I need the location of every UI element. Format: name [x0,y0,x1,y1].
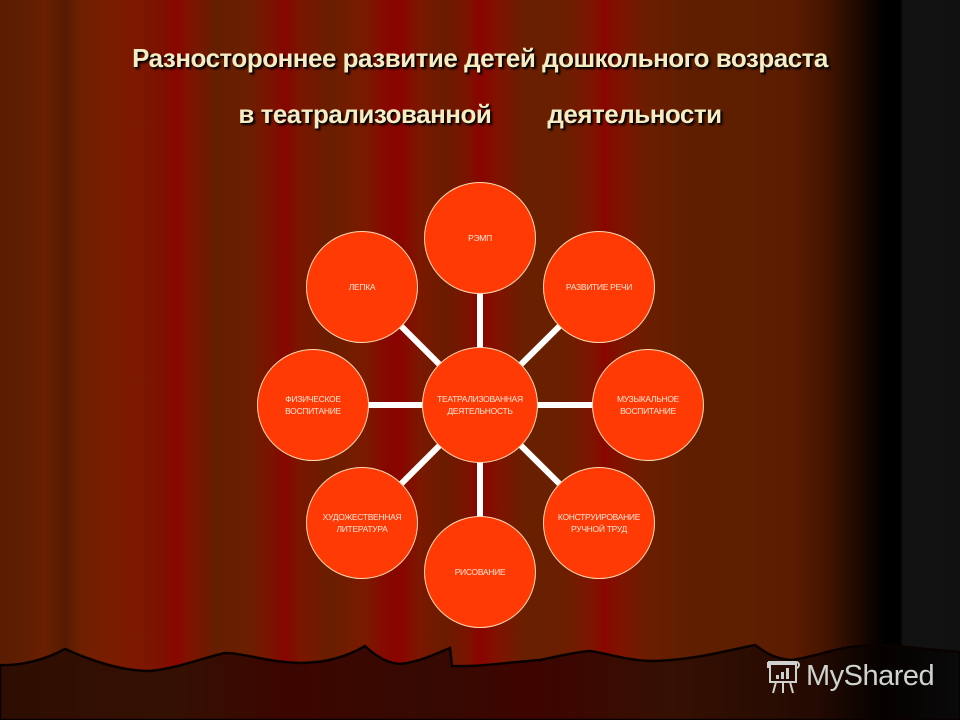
node-label: МУЗЫКАЛЬНОЕ ВОСПИТАНИЕ [616,394,680,416]
watermark: MyShared [766,656,935,696]
node-modeling: ЛЕПКА [306,231,418,343]
node-center-theatrical-activity: ТЕАТРАЛИЗОВАННАЯ ДЕЯТЕЛЬНОСТЬ [422,347,538,463]
node-drawing: РИСОВАНИЕ [424,516,536,628]
node-physical-education: ФИЗИЧЕСКОЕ ВОСПИТАНИЕ [257,349,369,461]
node-label: РИСОВАНИЕ [454,567,506,577]
node-construction-handcraft: КОНСТРУИРОВАНИЕ РУЧНОЙ ТРУД [543,467,655,579]
center-label: ТЕАТРАЛИЗОВАННАЯ ДЕЯТЕЛЬНОСТЬ [437,394,523,416]
node-music-education: МУЗЫКАЛЬНОЕ ВОСПИТАНИЕ [592,349,704,461]
node-label: ЛЕПКА [348,282,376,292]
watermark-text: MyShared [806,659,935,692]
slide-title-line1: Разностороннее развитие детей дошкольног… [132,43,828,73]
node-label: ФИЗИЧЕСКОЕ ВОСПИТАНИЕ [285,394,341,416]
node-label: РАЗВИТИЕ РЕЧИ [565,282,633,292]
node-label: КОНСТРУИРОВАНИЕ РУЧНОЙ ТРУД [557,512,641,534]
node-label: ХУДОЖЕСТВЕННАЯ ЛИТЕРАТУРА [322,512,402,534]
node-remp: РЭМП [424,182,536,294]
presentation-board-icon [767,661,800,694]
slide-title-line2-part2: деятельности [547,99,722,129]
node-literature: ХУДОЖЕСТВЕННАЯ ЛИТЕРАТУРА [306,467,418,579]
node-label: РЭМП [468,233,492,243]
slide-title-line2: в театрализованной деятельности [0,99,960,130]
node-speech-development: РАЗВИТИЕ РЕЧИ [543,231,655,343]
slide-title-line2-part1: в театрализованной [238,99,492,129]
